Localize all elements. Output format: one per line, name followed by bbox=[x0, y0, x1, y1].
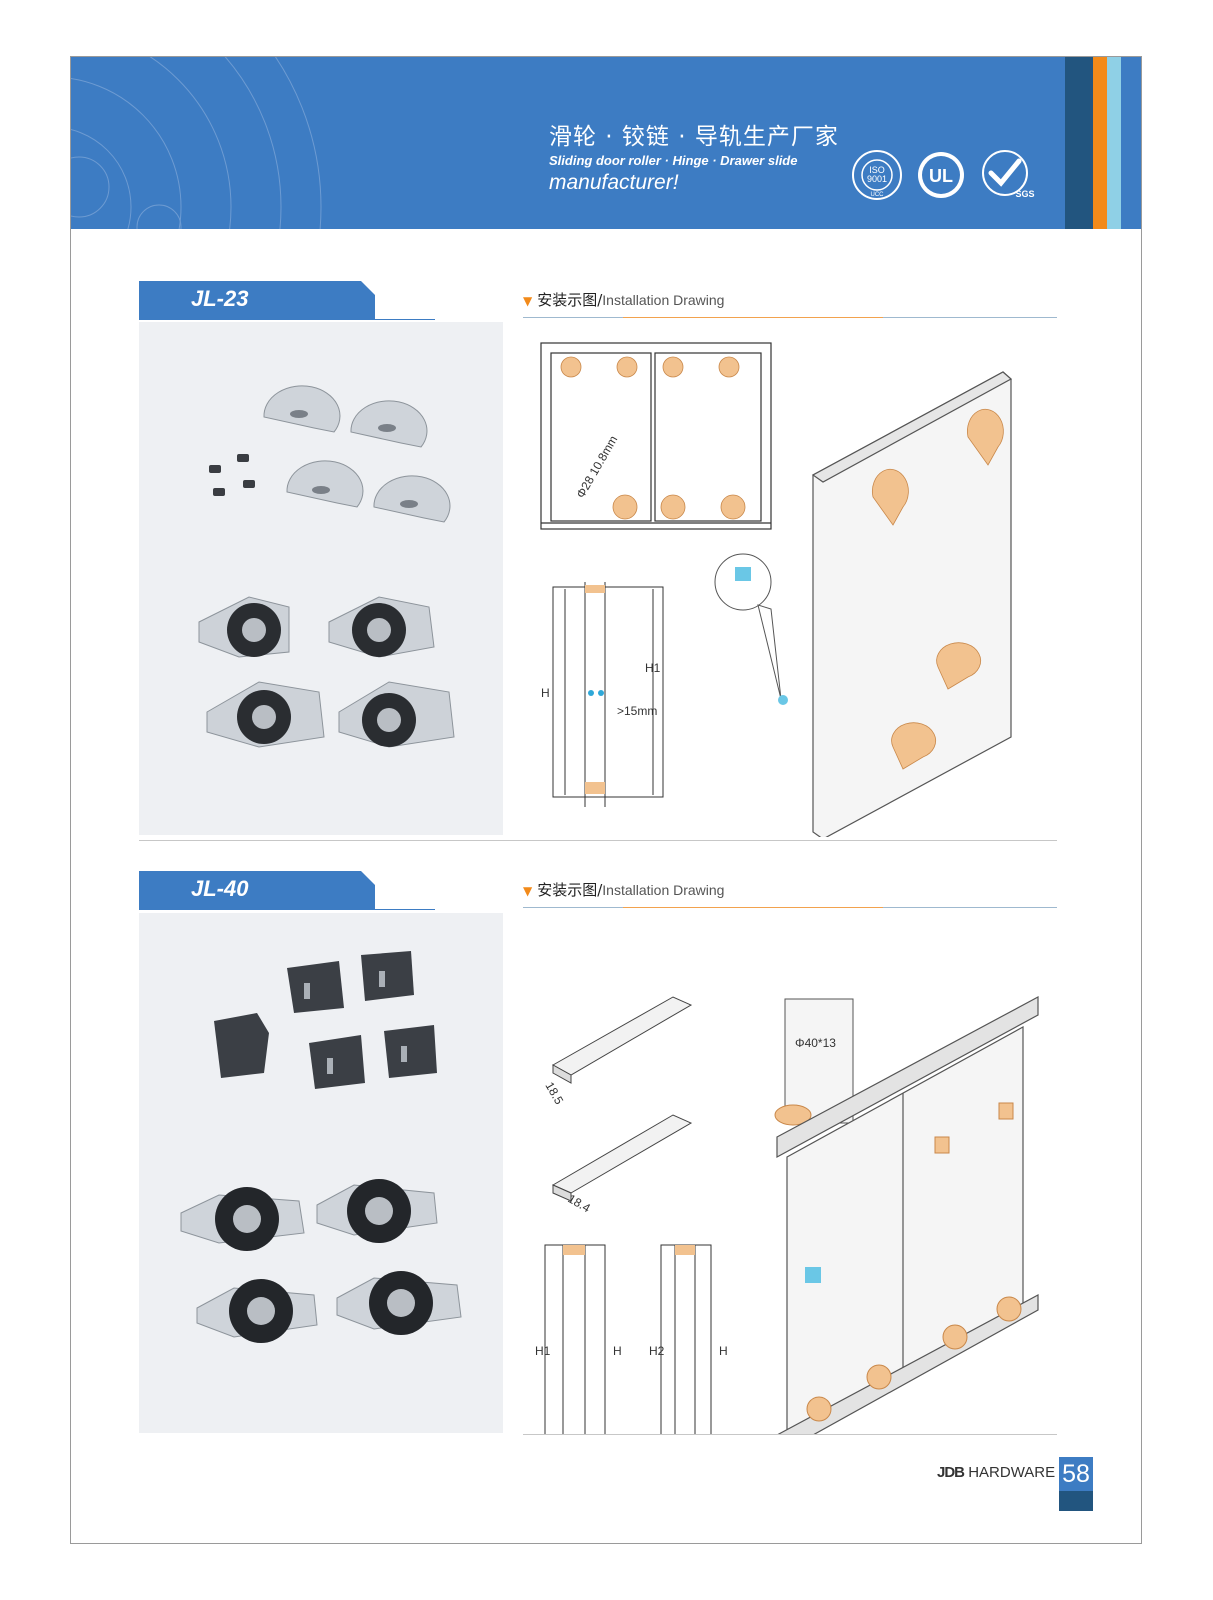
header-title-cn: 滑轮 · 铰链 · 导轨生产厂家 bbox=[549, 124, 839, 150]
svg-text:UCC: UCC bbox=[871, 192, 885, 198]
product-photo-jl40 bbox=[139, 913, 503, 1433]
footer-brand: JDB HARDWARE bbox=[937, 1464, 1055, 1481]
jl23-diameter-label: Φ28 10.8mm bbox=[573, 433, 620, 500]
tab-underline bbox=[139, 909, 435, 910]
jl40-dimension-h1: H1 bbox=[535, 1344, 551, 1358]
product-code: JL-40 bbox=[191, 876, 249, 901]
jl23-dimension-h: H bbox=[541, 686, 550, 700]
svg-text:UL: UL bbox=[929, 166, 953, 186]
product-code: JL-23 bbox=[191, 286, 249, 311]
jl40-installation-drawing: 18.5 18.4 Φ40*13 H1 H H2 H bbox=[535, 995, 1039, 1435]
jl23-dimension-gap: >15mm bbox=[617, 704, 657, 718]
product-tab-jl40: JL-40 bbox=[139, 871, 379, 909]
header-stripe-dark bbox=[1065, 57, 1093, 229]
header-stripe-cyan bbox=[1107, 57, 1121, 229]
jl40-dimension-h2: H2 bbox=[649, 1344, 665, 1358]
jl40-roller-parts-image bbox=[180, 951, 462, 1343]
jl40-track-width-b: 18.4 bbox=[566, 1191, 594, 1215]
brand-text: HARDWARE bbox=[968, 1464, 1056, 1481]
svg-text:ISO: ISO bbox=[869, 165, 885, 175]
installation-heading-jl23: ▼安装示图/Installation Drawing bbox=[523, 291, 725, 309]
jl23-dimension-h1: H1 bbox=[645, 661, 661, 675]
installation-heading-jl40: ▼安装示图/Installation Drawing bbox=[523, 881, 725, 899]
svg-text:9001: 9001 bbox=[867, 174, 887, 184]
product-tab-jl23: JL-23 bbox=[139, 281, 379, 319]
brand-logo: JDB bbox=[937, 1464, 965, 1481]
section-divider bbox=[139, 840, 1057, 841]
installation-underline bbox=[523, 317, 1057, 318]
iso-9001-badge-icon: ISO 9001 UCC bbox=[852, 150, 902, 200]
svg-text:SGS: SGS bbox=[1015, 189, 1034, 199]
header-stripe-orange bbox=[1093, 57, 1107, 229]
installation-underline bbox=[523, 907, 1057, 908]
jl40-diameter-label: Φ40*13 bbox=[795, 1036, 836, 1050]
header-title-en: Sliding door roller · Hinge · Drawer sli… bbox=[549, 153, 798, 168]
section-divider-bottom bbox=[523, 1434, 1057, 1435]
page-number-tail bbox=[1059, 1491, 1093, 1511]
jl23-roller-parts-image bbox=[198, 385, 455, 748]
header-title-en-2: manufacturer! bbox=[549, 171, 679, 194]
triangle-down-icon: ▼ bbox=[523, 884, 533, 898]
product-photo-jl23 bbox=[139, 322, 503, 835]
jl23-installation-drawing: Φ28 10.8mm H H1 >15mm bbox=[540, 342, 1013, 837]
catalog-page: 滑轮 · 铰链 · 导轨生产厂家 Sliding door roller · H… bbox=[70, 56, 1142, 1544]
triangle-down-icon: ▼ bbox=[523, 294, 533, 308]
sgs-badge-icon: SGS bbox=[982, 150, 1035, 199]
tab-underline bbox=[139, 319, 435, 320]
jl40-track-width-a: 18.5 bbox=[542, 1080, 566, 1108]
header-circle-decoration bbox=[71, 57, 322, 229]
header-banner: 滑轮 · 铰链 · 导轨生产厂家 Sliding door roller · H… bbox=[71, 57, 1141, 229]
jl40-dimension-h: H bbox=[613, 1344, 622, 1358]
page-number: 58 bbox=[1059, 1457, 1093, 1491]
jl40-dimension-h-2: H bbox=[719, 1344, 728, 1358]
ul-badge-icon: UL bbox=[918, 152, 964, 198]
